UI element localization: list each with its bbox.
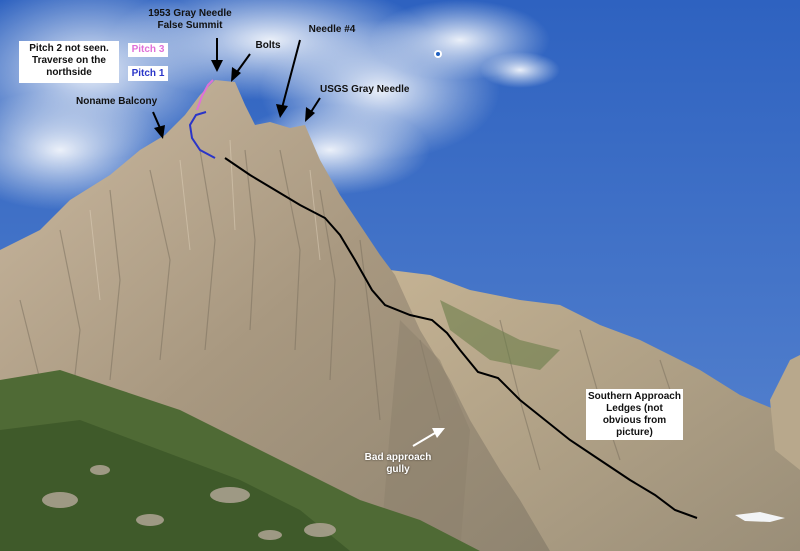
usgs-label: USGS Gray Needle — [320, 84, 410, 95]
pitch2-line1: Pitch 2 not seen. — [29, 43, 109, 54]
pitch1-line — [188, 111, 216, 159]
bad-gully-line2: gully — [386, 464, 410, 475]
false-summit-line1: 1953 Gray Needle — [148, 8, 232, 19]
southern-approach-route — [224, 157, 698, 519]
pitch2-line2: Traverse on the — [32, 55, 106, 66]
noname-balcony-label: Noname Balcony — [76, 96, 158, 107]
false-summit-label: 1953 Gray Needle False Summit — [140, 8, 240, 32]
southern-approach-box: Southern Approach Ledges (not obvious fr… — [586, 389, 683, 440]
southern-line4: picture) — [616, 427, 653, 438]
pitch2-line3: northside — [46, 67, 92, 78]
pitch3-line — [196, 79, 214, 111]
false-summit-line2: False Summit — [157, 20, 223, 31]
southern-line3: obvious from — [602, 415, 667, 426]
southern-line1: Southern Approach — [588, 391, 681, 402]
pitch1-box: Pitch 1 — [128, 66, 168, 81]
bad-gully-line1: Bad approach — [364, 452, 432, 463]
southern-line2: Ledges (not — [606, 403, 663, 414]
arrows — [152, 38, 321, 139]
boulders — [42, 465, 336, 540]
pitch3-box: Pitch 3 — [128, 43, 168, 57]
needle4-label: Needle #4 — [308, 24, 356, 35]
pitch2-note-box: Pitch 2 not seen. Traverse on the norths… — [19, 41, 119, 83]
bad-gully-label: Bad approach gully — [360, 452, 436, 476]
bolts-label: Bolts — [255, 40, 281, 51]
